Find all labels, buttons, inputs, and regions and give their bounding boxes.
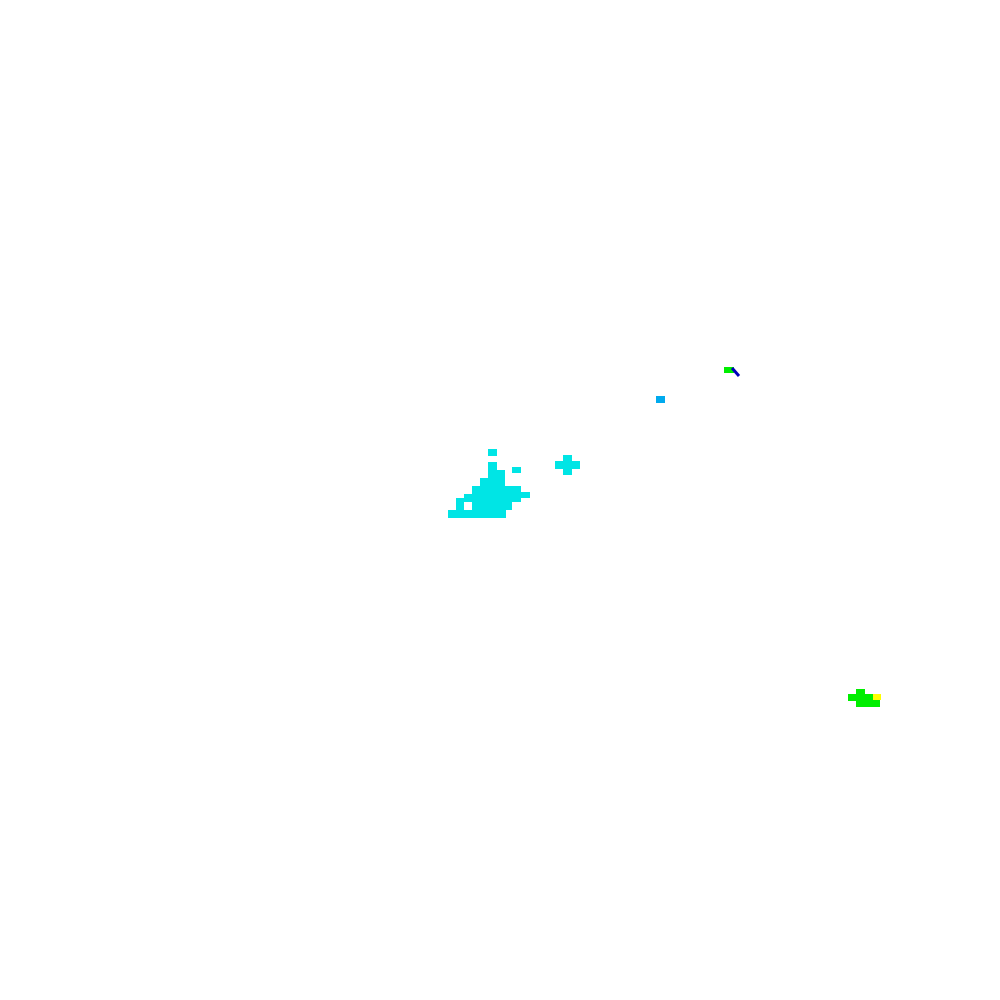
cyan-cluster-large-pixel-2 xyxy=(512,467,521,473)
blue-dot xyxy=(656,396,665,403)
map-features xyxy=(448,367,881,707)
cyan-cluster-large-pixel-3 xyxy=(488,470,505,478)
green-navy-marker-pixel-0 xyxy=(724,367,734,373)
cyan-cluster-large-pixel-7 xyxy=(520,492,530,498)
cyan-cluster-large-pixel-10 xyxy=(448,510,506,518)
green-yellow-cluster xyxy=(848,689,881,707)
cyan-cluster-large xyxy=(448,449,530,518)
blue-dot-pixel-0 xyxy=(656,396,665,403)
cyan-cluster-large-pixel-4 xyxy=(472,486,521,494)
cyan-cross-marker xyxy=(555,455,580,475)
cyan-cluster-large-pixel-1 xyxy=(488,462,497,470)
cyan-cluster-large-pixel-0 xyxy=(488,449,497,456)
navy-diagonal-mark xyxy=(730,367,741,377)
green-navy-marker xyxy=(724,367,741,377)
green-yellow-cluster-pixel-0 xyxy=(856,689,865,697)
cyan-cross-marker-pixel-1 xyxy=(555,461,580,469)
yellow-pixel xyxy=(873,694,881,700)
cyan-cluster-large-pixel-6 xyxy=(464,494,521,502)
cyan-cluster-large-pixel-8 xyxy=(456,498,464,510)
cyan-cluster-large-pixel-9 xyxy=(472,502,512,510)
green-yellow-cluster-pixel-1 xyxy=(848,694,873,701)
cyan-cluster-large-pixel-5 xyxy=(480,478,505,486)
green-yellow-cluster-pixel-2 xyxy=(856,699,880,707)
